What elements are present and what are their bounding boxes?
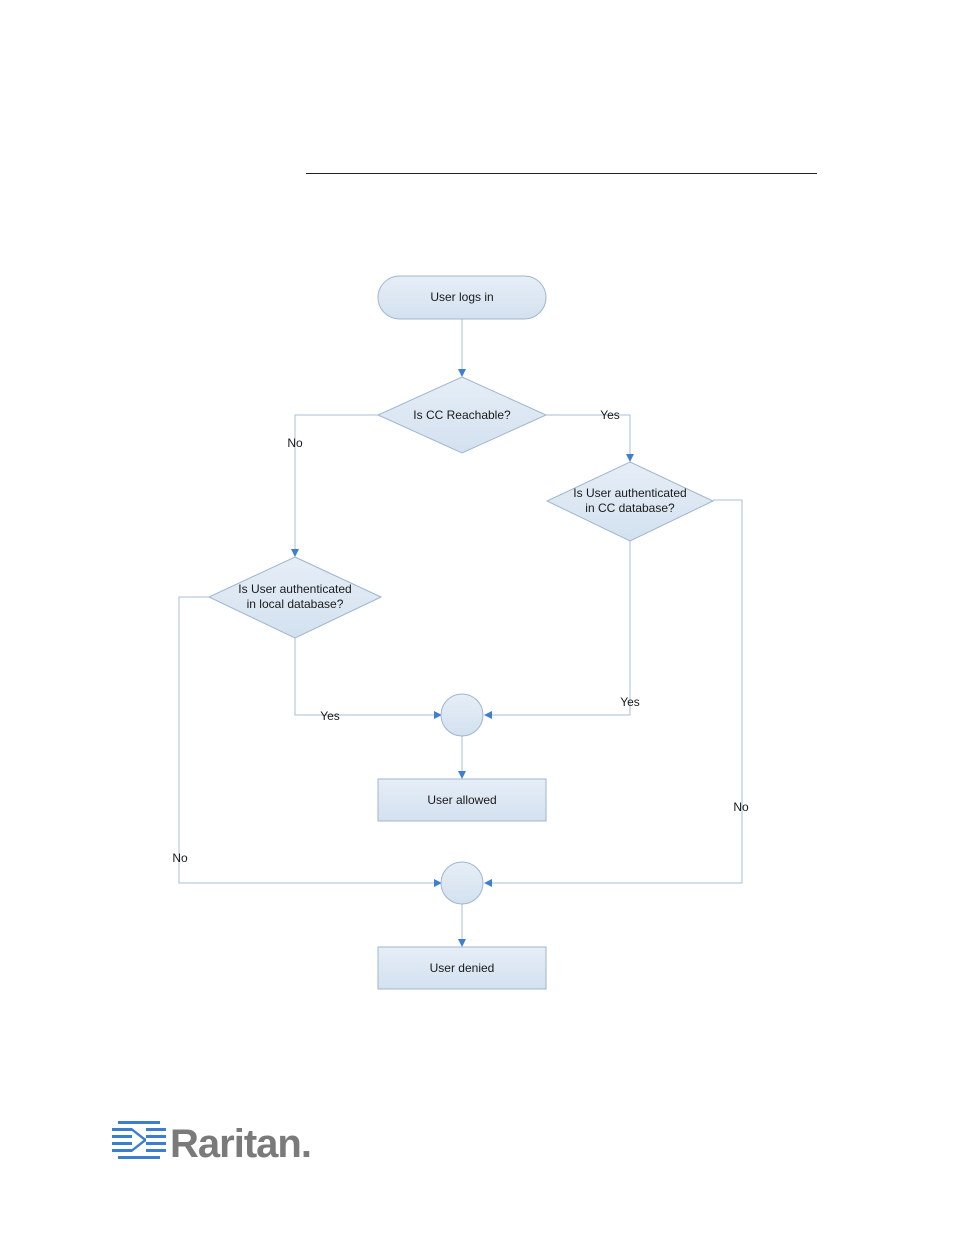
edge-cc-auth-yes [489,541,630,715]
arrowhead-into-local-auth [291,549,299,557]
arrowhead-into-cc-reachable [458,369,466,377]
cc-reachable-no-label: No [287,436,303,450]
allowed-node: User allowed [378,779,546,821]
denied-label: User denied [430,961,495,975]
cc-auth-yes-label: Yes [620,695,640,709]
cc-auth-label-line1: Is User authenticated [573,486,686,500]
allowed-label: User allowed [427,793,496,807]
cc-auth-no-label: No [733,800,749,814]
local-auth-no-label: No [172,851,188,865]
allow-merge-connector [441,694,483,736]
cc-auth-decision: Is User authenticated in CC database? [547,462,713,541]
edge-cc-auth-no [489,500,742,883]
start-node: User logs in [378,276,546,319]
local-auth-yes-label: Yes [320,709,340,723]
denied-node: User denied [378,947,546,989]
cc-auth-label-line2: in CC database? [585,501,675,515]
cc-reachable-yes-label: Yes [600,408,620,422]
arrowhead-into-cc-auth [626,454,634,462]
arrowhead-into-deny-merge-right [484,879,492,887]
cc-reachable-decision: Is CC Reachable? [378,377,546,453]
edge-cc-reachable-no [295,415,378,551]
edge-local-auth-no [179,597,436,883]
edge-local-auth-yes [295,638,436,715]
arrowheads [291,369,634,947]
local-auth-label-line2: in local database? [247,597,344,611]
arrowhead-into-allow-merge-right [484,711,492,719]
local-auth-label-line1: Is User authenticated [238,582,351,596]
arrowhead-into-denied [458,939,466,947]
arrowhead-into-allowed [458,771,466,779]
raritan-wordmark: Raritan. [170,1122,311,1166]
cc-reachable-label: Is CC Reachable? [413,408,511,422]
deny-merge-connector [441,862,483,904]
raritan-logo: Raritan. [112,1121,311,1166]
local-auth-decision: Is User authenticated in local database? [209,557,381,638]
start-label: User logs in [430,290,493,304]
raritan-logo-mark [112,1121,166,1159]
